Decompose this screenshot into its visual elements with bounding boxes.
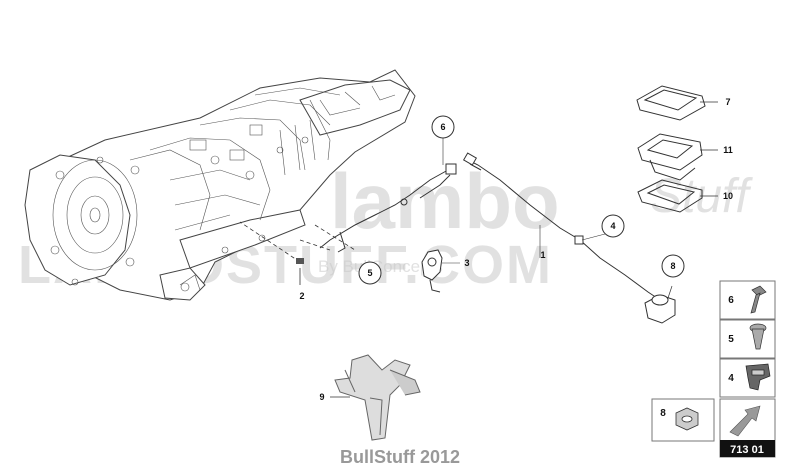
label-10: 10 (723, 191, 733, 201)
callout-6[interactable]: 6 (431, 115, 455, 165)
label-2: 2 (299, 291, 304, 301)
transmission-detail-lines (50, 85, 396, 292)
callout-6-number: 6 (440, 122, 445, 132)
legend-item-6[interactable]: 6 (719, 280, 776, 320)
label-11: 11 (723, 145, 733, 155)
nut-icon (675, 407, 699, 431)
wiring-harness-6 (319, 163, 457, 253)
bolt-icon (750, 285, 767, 314)
part-7-cover (636, 85, 718, 121)
watermark-tagline: By BullConcepts (318, 257, 443, 276)
callout-4[interactable]: 4 (581, 214, 625, 241)
legend-item-5-number: 5 (728, 334, 734, 345)
part-11-frame (637, 133, 718, 181)
label-1: 1 (540, 250, 545, 260)
label-3: 3 (464, 258, 469, 268)
part-3-bracket (421, 249, 443, 293)
diagram-code: 713 01 (730, 444, 764, 456)
part-9-cross-tool (330, 354, 421, 441)
part-1-rod (462, 152, 661, 301)
clip-icon (745, 363, 771, 391)
legend-item-5[interactable]: 5 (719, 319, 776, 359)
screw-icon (749, 323, 767, 350)
arrow-icon (729, 405, 761, 437)
callout-8-number: 8 (670, 261, 675, 271)
part-8-sensor (644, 285, 676, 324)
callout-5[interactable]: 5 (358, 261, 382, 285)
part-2-stud (239, 221, 304, 285)
legend-item-8-number: 8 (660, 408, 666, 419)
footer-credit: BullStuff 2012 (339, 447, 461, 467)
callout-4-number: 4 (610, 221, 615, 231)
diagram-code-badge: 713 01 (719, 398, 776, 458)
legend-item-6-number: 6 (728, 295, 734, 306)
callout-8[interactable]: 8 (661, 254, 685, 278)
hardware-legend: 6 5 4 8 (651, 280, 776, 458)
legend-item-8[interactable]: 8 (651, 398, 715, 442)
legend-item-4[interactable]: 4 (719, 358, 776, 398)
legend-item-4-number: 4 (728, 373, 734, 384)
label-7: 7 (725, 97, 730, 107)
transmission-housing (24, 69, 416, 301)
part-10-gasket (637, 179, 718, 213)
callout-5-number: 5 (367, 268, 372, 278)
label-9: 9 (319, 392, 324, 402)
